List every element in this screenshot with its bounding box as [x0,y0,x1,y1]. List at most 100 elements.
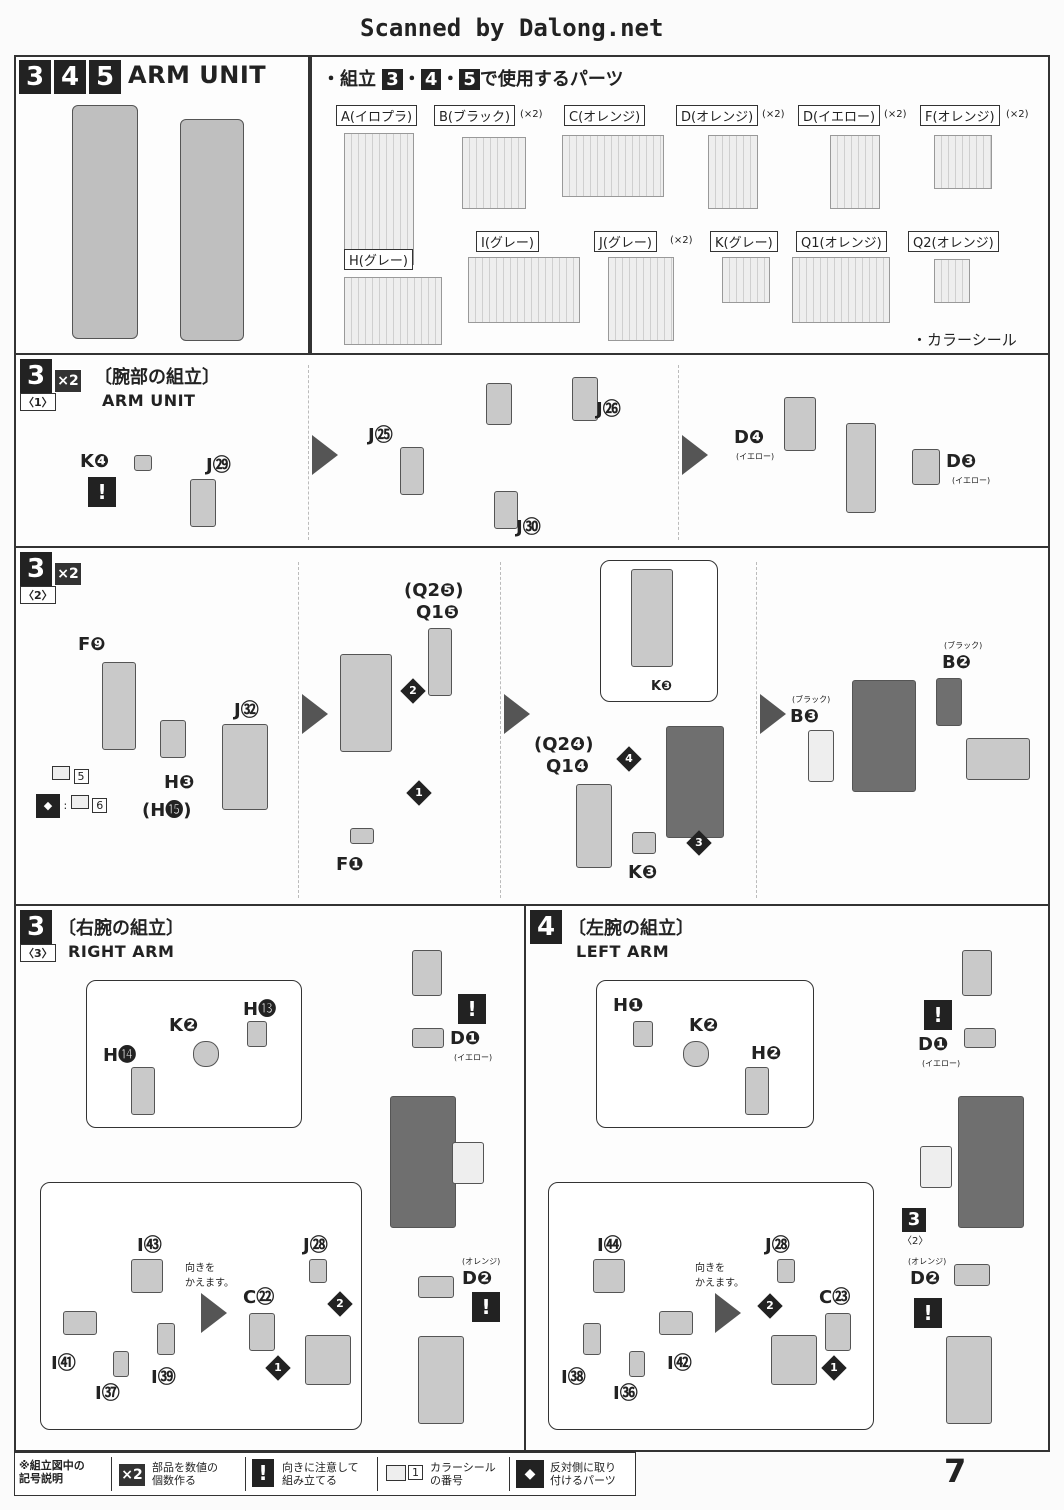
step-number-2: 2 [327,1291,353,1317]
sticker-5-number: 5 [73,769,89,784]
runner-k [722,257,770,303]
warning-icon: ! [914,1298,942,1328]
part-d3 [912,449,940,485]
part-j25 [400,447,424,495]
runner-j-label: J(グレー) [594,231,657,252]
part-shoulder-joint [962,950,992,996]
label-j32: J㉜ [234,700,259,721]
part-i44 [593,1259,625,1293]
runner-k-label: K(グレー) [710,231,778,252]
sticker-number: 1 [408,1465,423,1480]
label-c22: C㉒ [243,1287,275,1308]
runner-f-qty: (×2) [1006,109,1029,120]
part-b2 [936,678,962,726]
label-h2: H❷ [751,1043,782,1064]
runner-j-qty: (×2) [670,235,693,246]
runner-b-label: B(ブラック) [434,105,516,126]
legend-text-warning: 向きに注意して 組み立てる [282,1461,359,1487]
sticker-icon [386,1465,406,1481]
part-hand-left [771,1335,817,1385]
part-d1 [964,1028,996,1048]
part-forearm [390,1096,456,1228]
part-j30 [494,491,518,529]
warning-icon: ! [924,1000,952,1030]
part-q1-5 [428,628,452,696]
section-title: ARM UNIT [128,61,267,89]
label-i39: I㊴ [151,1367,176,1388]
part-d2 [418,1276,454,1298]
parts-heading-step-5: 5 [459,69,480,90]
opposite-side-icon: ◆ [36,794,60,818]
part-k4 [134,455,152,471]
label-i41: I㊶ [51,1353,76,1374]
label-j30: J㉚ [516,517,541,538]
part-forearm-assembly [852,680,916,792]
turn-note: 向きを かえます。 [185,1263,234,1289]
label-h3: H❸ [164,772,195,793]
parts-heading-step-3: 3 [382,69,403,90]
warning-icon: ! [472,1292,500,1322]
label-b3: B❸ [790,706,819,727]
part-d4 [784,397,816,451]
part-h13 [247,1021,267,1047]
label-d1-color: (イエロー) [454,1053,493,1062]
turn-note: 向きを かえます。 [695,1263,744,1289]
step-3-1-multiplier: ×2 [54,369,82,393]
step-3-3-title-en: RIGHT ARM [68,942,175,961]
part-hand-connector [966,738,1030,780]
label-i37: I㊲ [95,1383,120,1404]
label-d4-color: (イエロー) [736,452,775,461]
part-k3 [632,832,656,854]
label-h1: H❶ [613,995,644,1016]
part-callout-frame [631,569,673,667]
legend-item-sticker: 1 カラーシール の番号 [377,1457,508,1491]
label-i43: I㊸ [137,1235,162,1256]
step-badge-3: 3 [19,60,51,94]
step-3-1-title-en: ARM UNIT [102,391,196,410]
runner-d-orange-label: D(オレンジ) [676,105,759,126]
runner-q1-label: Q1(オレンジ) [796,231,887,252]
part-j26 [572,377,598,421]
flow-arrow-icon [201,1293,227,1333]
callout-k3: K❸ [600,560,718,702]
label-d4: D❹ [734,427,765,448]
runner-d-yellow-label: D(イエロー) [798,105,881,126]
part-arm-dark [666,726,724,838]
part-i39 [157,1323,175,1355]
part-d2 [954,1264,990,1286]
step-number-2: 2 [757,1293,783,1319]
runner-b-qty: (×2) [520,109,543,120]
label-h15: (H⓯) [142,800,192,821]
label-h13: H⓭ [243,999,277,1020]
step-badge-4: 4 [54,60,86,94]
flow-arrow-icon [312,435,338,475]
part-forearm [958,1096,1024,1228]
label-d2: D❷ [910,1268,941,1289]
label-q1-4: Q1❹ [546,756,590,777]
step-number-2: 2 [400,678,426,704]
parts-heading-suffix: で使用するパーツ [479,69,624,90]
label-q2-4: (Q2❹) [534,734,594,755]
step-3-3-title-jp: 〔右腕の組立〕 [58,918,184,939]
step-badge-5: 5 [89,60,121,94]
label-k4: K❹ [80,451,110,472]
runner-c [562,135,664,197]
runner-i [468,257,580,323]
part-hand-assembled-right [418,1336,464,1424]
legend-title: ※組立図中の 記号説明 [19,1459,85,1485]
legend-text-multiplier: 部品を数値の 個数作る [152,1461,218,1487]
label-i38: I㊳ [561,1367,586,1388]
arm-illustration-right [180,119,244,341]
part-f1 [350,828,374,844]
runner-d-yellow [830,135,880,209]
page-number: 7 [944,1452,967,1490]
legend-text-sticker: カラーシール の番号 [430,1461,496,1487]
label-i36: I㊱ [613,1383,638,1404]
step-3-3-badge: 3 [20,910,52,944]
label-j29: J㉙ [206,455,231,476]
runner-h [344,277,442,345]
callout-hand-right: I㊸ I㊶ I㊲ I㊴ 向きを かえます。 J㉘ C㉒ 2 1 [40,1182,362,1430]
label-b2-color: (ブラック) [944,641,983,650]
scan-credit: Scanned by Dalong.net [360,14,664,42]
label-q1-5: Q1❺ [416,602,460,623]
